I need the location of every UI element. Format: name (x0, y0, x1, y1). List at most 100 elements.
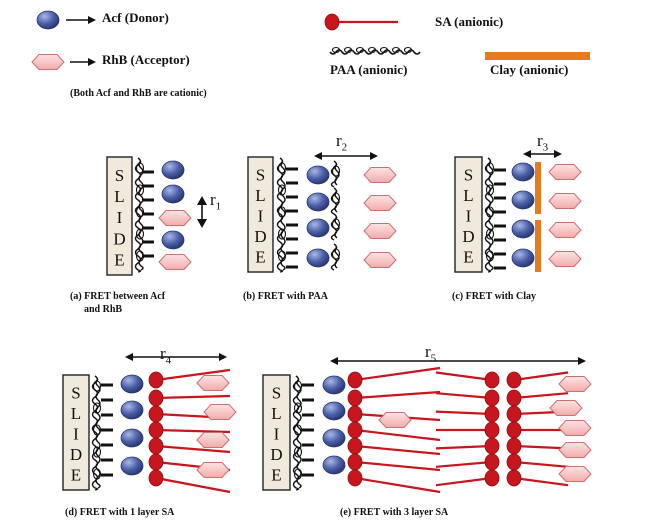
paa-loop (485, 184, 495, 196)
rhb-acceptor-molecule (558, 376, 592, 392)
sa-head (148, 453, 164, 471)
sa-head (347, 469, 363, 487)
rhb-acceptor-molecule (203, 404, 237, 420)
sa-head (506, 405, 522, 423)
acf-donor-molecule (306, 165, 330, 185)
slide-letter: L (255, 186, 265, 205)
acf-donor-molecule (161, 184, 185, 204)
slide-letter: I (466, 207, 472, 226)
slide-letter: D (254, 227, 266, 246)
paa-loop (92, 424, 102, 436)
acf-donor-molecule (322, 428, 346, 448)
caption-d: (d) FRET with 1 layer SA (65, 507, 175, 518)
legend (31, 10, 590, 70)
rhb-acceptor-molecule (548, 164, 582, 180)
glass-slide (454, 156, 483, 273)
sa-tail (513, 444, 569, 450)
caption-a-line1: (a) FRET between Acf (70, 291, 166, 302)
paa-loop (331, 46, 341, 54)
caption-b: (b) FRET with PAA (243, 291, 328, 302)
rhb-acceptor-molecule (378, 412, 412, 428)
rhb-acceptor-molecule (196, 432, 230, 448)
rhb-acceptor-molecule (196, 462, 230, 478)
legend-clay-label: Clay (anionic) (490, 62, 569, 77)
rhb-acceptor-molecule (363, 167, 397, 183)
sa-head (484, 437, 500, 455)
rhb-acceptor-molecule (558, 442, 592, 458)
sa-head (347, 371, 363, 389)
sa-head (347, 453, 363, 471)
paa-loop (331, 248, 341, 260)
acf-donor-molecule (511, 219, 535, 239)
slide-letter: L (463, 186, 473, 205)
sa-tail (155, 368, 231, 382)
rhb-acceptor-molecule (196, 375, 230, 391)
sa-head (347, 437, 363, 455)
sa-head (484, 371, 500, 389)
slide-letter: I (117, 208, 123, 227)
acf-donor-molecule (161, 160, 185, 180)
acf-donor-molecule (511, 190, 535, 210)
acf-donor-molecule (322, 375, 346, 395)
slide-letter: E (271, 466, 281, 485)
sa-tail (513, 476, 569, 487)
sa-head (506, 389, 522, 407)
paa-loop (135, 184, 145, 196)
slide-letter: I (274, 425, 280, 444)
paa-loop (92, 468, 102, 480)
acf-donor-molecule (322, 401, 346, 421)
legend-paa-label: PAA (anionic) (330, 62, 408, 77)
rhb-acceptor-molecule (363, 252, 397, 268)
sa-head (506, 371, 522, 389)
sa-head (484, 405, 500, 423)
sa-tail (354, 476, 441, 494)
sa-tail (435, 392, 493, 400)
sa-tail (354, 390, 441, 400)
paa-loop (293, 402, 303, 414)
arrowhead-up (197, 196, 207, 205)
distance-label-r1: r1 (210, 190, 222, 213)
rhb-acceptor-molecule (548, 222, 582, 238)
paa-loop (293, 468, 303, 480)
distance-label-r4: r4 (160, 344, 172, 367)
paa-loop (277, 162, 287, 174)
paa-loop (277, 184, 287, 196)
paa-loop (485, 228, 495, 240)
paa-loop (331, 165, 341, 177)
rhb-acceptor-molecule (363, 195, 397, 211)
paa-loop (92, 446, 102, 458)
arrowhead-left (125, 353, 133, 361)
paa-loop (485, 162, 495, 174)
sa-tail (513, 460, 569, 468)
arrowhead-left (330, 357, 338, 365)
paa-loop (135, 206, 145, 218)
acf-donor-molecule (322, 455, 346, 475)
slide-letter: S (272, 384, 281, 403)
sa-tail (435, 410, 493, 416)
paa-loop (343, 46, 353, 54)
sa-head (148, 469, 164, 487)
paa-loop (403, 46, 413, 54)
slide-letter: D (270, 445, 282, 464)
slide-letter: L (71, 404, 81, 423)
paa-loop (277, 250, 287, 262)
acf-donor-molecule (511, 248, 535, 268)
sa-head (506, 469, 522, 487)
sa-tail (435, 444, 493, 450)
sa-head (484, 421, 500, 439)
arrowhead-right (370, 152, 378, 160)
paa-loop (391, 46, 401, 54)
acf-donor-molecule (36, 10, 60, 30)
acf-donor-molecule (161, 230, 185, 250)
paa-loop (135, 228, 145, 240)
arrowhead-left (314, 152, 322, 160)
arrowhead-left (523, 150, 531, 158)
sa-tail (435, 371, 493, 382)
rhb-acceptor-molecule (158, 210, 192, 226)
sa-head (347, 405, 363, 423)
slide-letter: L (271, 404, 281, 423)
paa-loop (331, 192, 341, 204)
slide-letter: I (73, 425, 79, 444)
